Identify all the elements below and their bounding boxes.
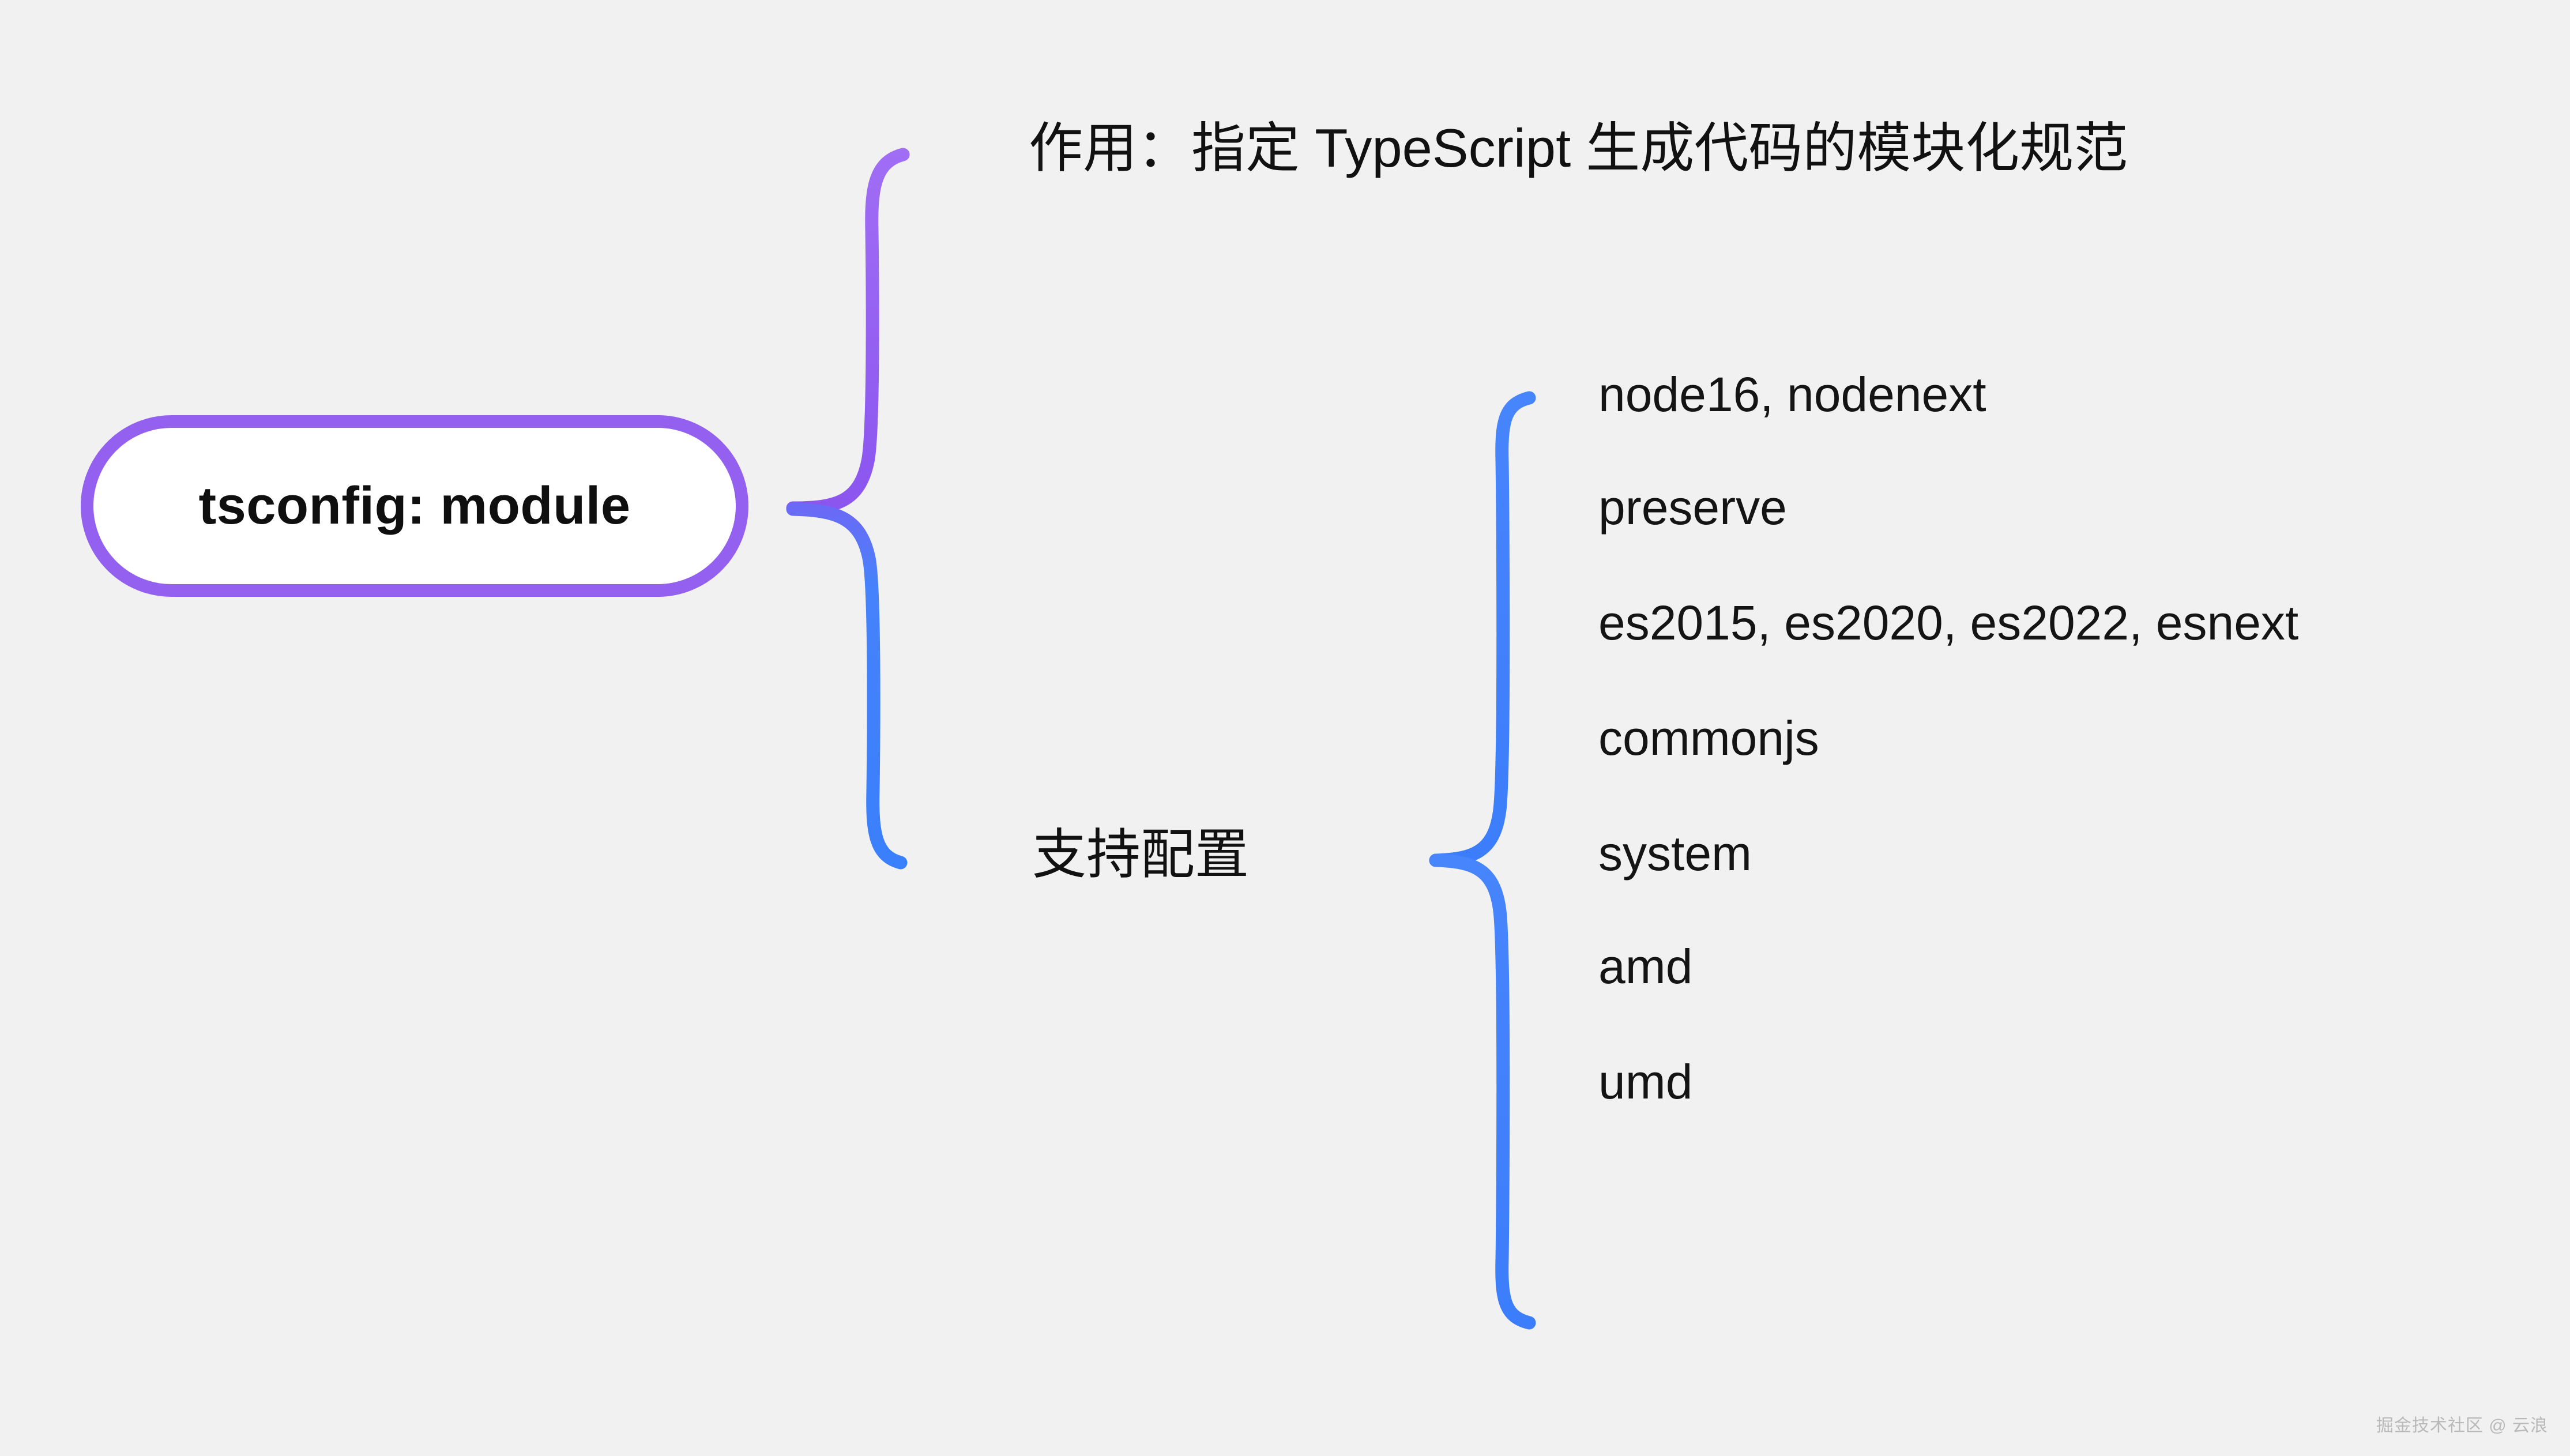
leaf-item-amd[interactable]: amd — [1598, 939, 1693, 994]
root-node-label: tsconfig: module — [198, 476, 631, 535]
leaf-item-commonjs[interactable]: commonjs — [1598, 711, 1819, 765]
leaf-item-preserve[interactable]: preserve — [1598, 480, 1787, 535]
leaf-item-system[interactable]: system — [1598, 826, 1752, 881]
connector-blue-lower — [786, 502, 908, 870]
watermark: 掘金技术社区 @ 云浪 — [2376, 1416, 2548, 1435]
branch-label-supported[interactable]: 支持配置 — [1032, 824, 1250, 885]
leaf-item-es-versions[interactable]: es2015, es2020, es2022, esnext — [1598, 596, 2299, 650]
connector-purple-upper — [786, 148, 910, 515]
leaf-item-node16[interactable]: node16, nodenext — [1598, 367, 1986, 422]
leaf-item-umd[interactable]: umd — [1598, 1055, 1693, 1109]
connector-blue-right-lower — [1429, 853, 1536, 1330]
branch-label-purpose[interactable]: 作用：指定 TypeScript 生成代码的模块化规范 — [1029, 118, 2128, 178]
connector-blue-right-upper — [1429, 391, 1536, 867]
root-node[interactable]: tsconfig: module — [81, 415, 748, 597]
